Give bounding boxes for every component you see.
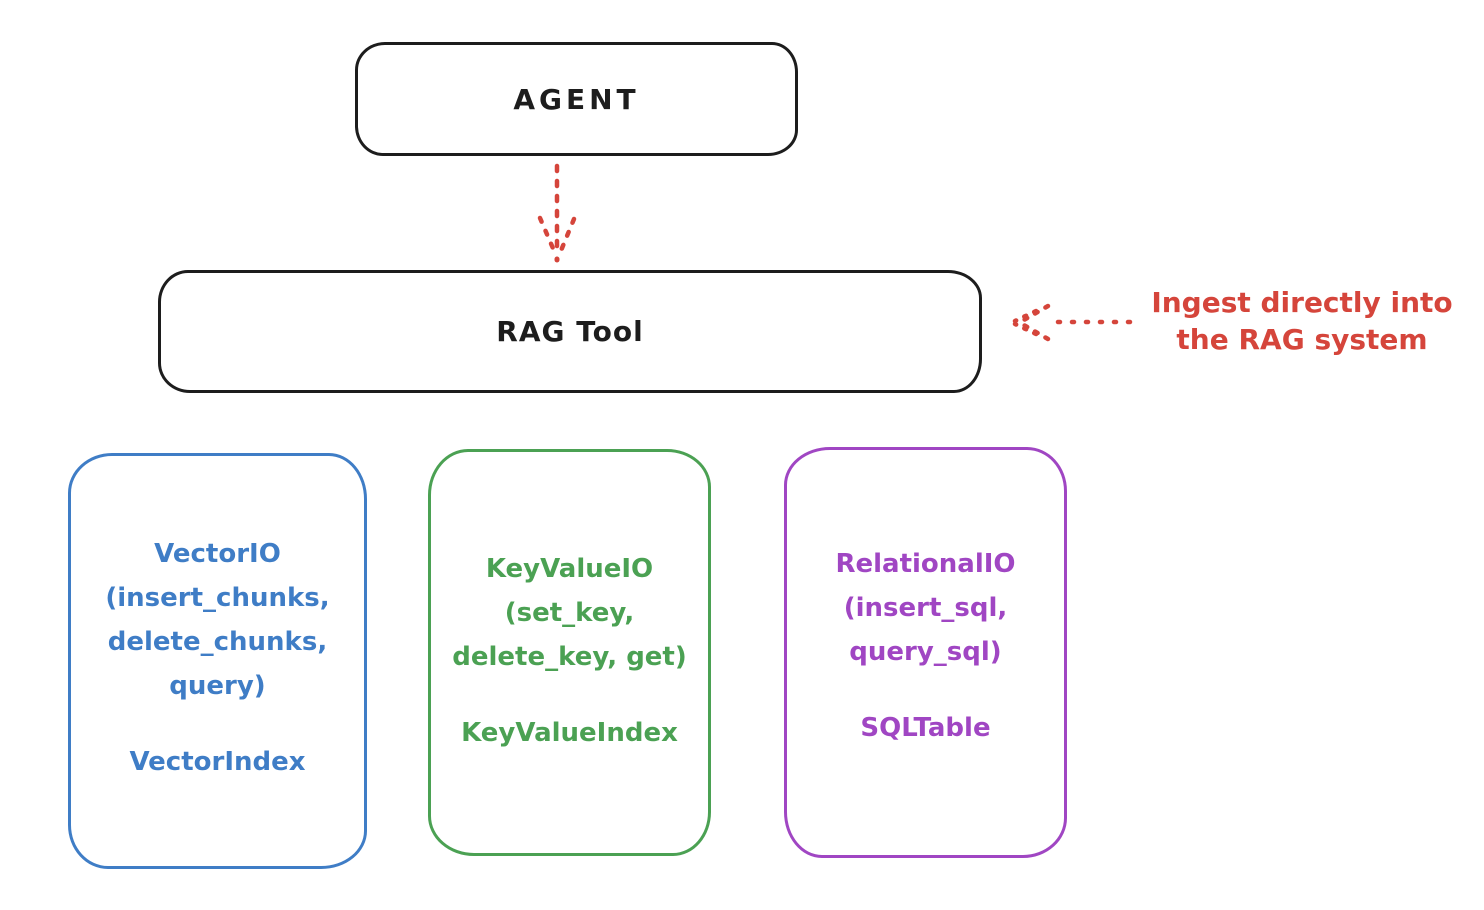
vector-io-line: VectorIO [154,539,281,569]
keyvalue-io-line: (set_key, [504,598,635,628]
relational-io-line: (insert_sql, [843,593,1008,623]
ingest-annotation-line2: the RAG system [1176,323,1428,356]
vector-io-node: VectorIO (insert_chunks, delete_chunks, … [68,453,367,869]
ingest-annotation: Ingest directly into the RAG system [1135,284,1469,358]
ingest-annotation-arrow [1012,303,1133,342]
ingest-annotation-line1: Ingest directly into [1151,286,1453,319]
vector-index-label: VectorIndex [129,747,306,777]
vector-io-line: query) [169,671,266,701]
rag-tool-node: RAG Tool [158,270,982,393]
agent-node: AGENT [355,42,798,156]
keyvalue-index-label: KeyValueIndex [461,718,678,748]
vector-io-line: (insert_chunks, [105,583,330,613]
agent-to-rag-tool-arrow [537,163,577,263]
sql-table-label: SQLTable [860,713,991,743]
relational-io-line: query_sql) [849,637,1002,667]
agent-node-label: AGENT [513,82,640,116]
keyvalue-io-line: delete_key, get) [452,642,687,672]
relational-io-line: RelationalIO [835,549,1016,579]
vector-io-line: delete_chunks, [107,627,328,657]
keyvalue-io-node: KeyValueIO (set_key, delete_key, get) Ke… [428,449,711,856]
keyvalue-io-line: KeyValueIO [485,554,654,584]
rag-tool-node-label: RAG Tool [496,315,644,348]
relational-io-node: RelationalIO (insert_sql, query_sql) SQL… [784,447,1067,858]
